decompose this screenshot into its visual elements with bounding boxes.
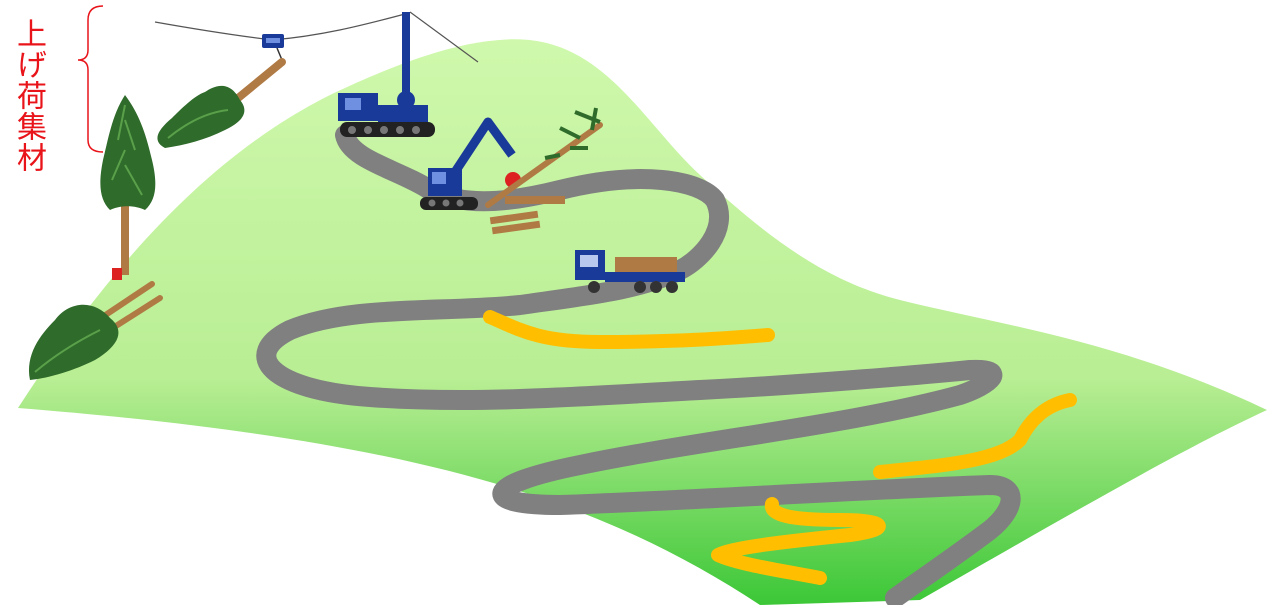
label-bracket: [78, 6, 103, 152]
carriage-icon: [262, 34, 284, 60]
chainsaw-icon: [112, 268, 122, 280]
